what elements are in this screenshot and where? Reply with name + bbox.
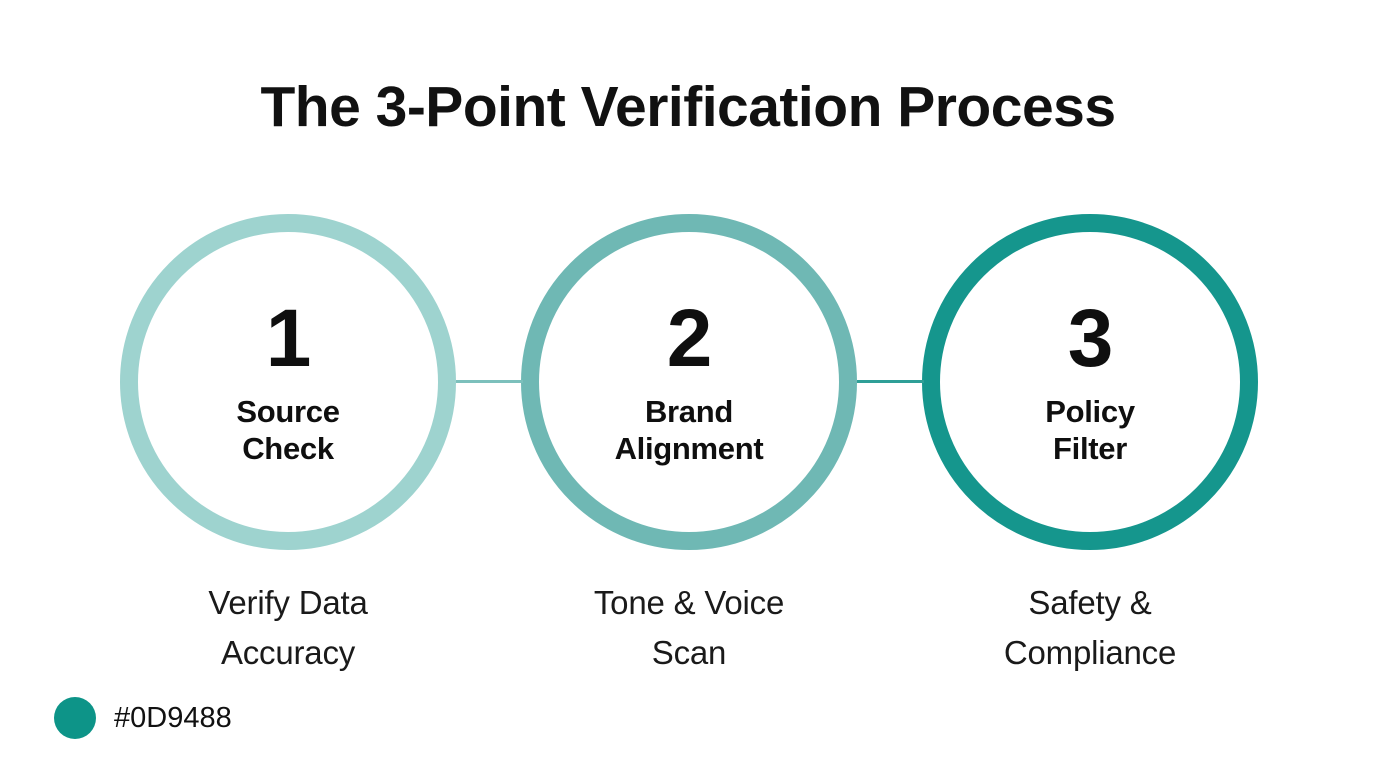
color-hex-label: #0D9488 — [114, 701, 232, 734]
step-item-2[interactable]: 2 Brand Alignment — [521, 214, 857, 550]
step-label-2: Brand Alignment — [614, 394, 764, 466]
page-title: The 3-Point Verification Process — [260, 75, 1116, 139]
step-caption-3: Safety & Compliance — [1003, 584, 1177, 671]
color-swatch-icon — [54, 697, 96, 739]
step-content-3: 3 Policy Filter — [922, 214, 1258, 550]
connector-line-2-to-3 — [857, 380, 924, 383]
step-caption-2: Tone & Voice Scan — [593, 584, 785, 671]
step-item-1[interactable]: 1 Source Check — [120, 214, 456, 550]
step-item-3[interactable]: 3 Policy Filter — [922, 214, 1258, 550]
color-legend: #0D9488 — [54, 697, 232, 739]
step-number-2: 2 — [666, 293, 713, 385]
connector-line-1-to-2 — [456, 380, 523, 383]
step-number-3: 3 — [1067, 293, 1114, 385]
step-label-1: Source Check — [236, 394, 340, 466]
step-content-1: 1 Source Check — [120, 214, 456, 550]
step-number-1: 1 — [265, 293, 312, 385]
step-caption-1: Verify Data Accuracy — [208, 584, 368, 671]
step-content-2: 2 Brand Alignment — [521, 214, 857, 550]
captions-row: Verify Data Accuracy Tone & Voice Scan S… — [120, 578, 1260, 688]
steps-row: 1 Source Check 2 Brand Alignment 3 Polic… — [120, 214, 1260, 554]
step-label-3: Policy Filter — [1045, 394, 1135, 466]
